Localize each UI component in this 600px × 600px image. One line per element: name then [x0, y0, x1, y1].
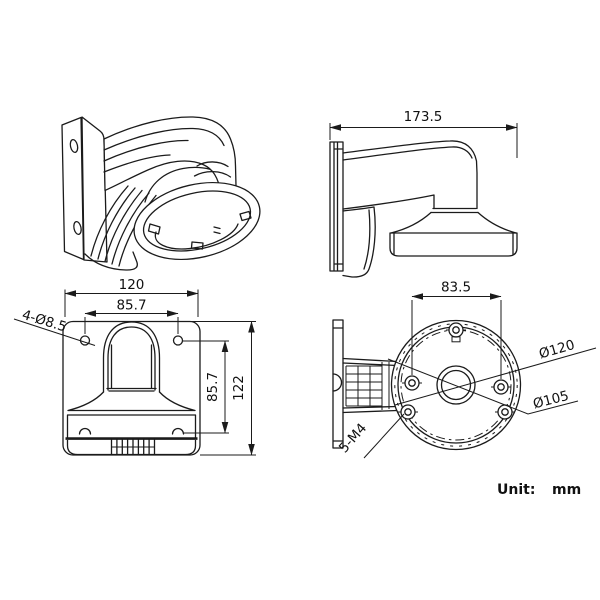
- dim-hole-spacing-h-85_7: 85.7: [84, 298, 179, 334]
- front-dome-outer: [102, 321, 161, 393]
- iso-cup-rim-inner: [142, 190, 252, 252]
- side-view: 173.5: [329, 109, 518, 278]
- bottom-screw-holes: [398, 322, 515, 420]
- bottom-view: 83.5 Ø120 Ø105 5-M4: [332, 280, 597, 459]
- unit-value: mm: [552, 482, 581, 498]
- bottom-center-hole-outer: [436, 365, 476, 405]
- dim-width-label: 120: [119, 277, 145, 293]
- iso-plate-hole-top: [69, 138, 79, 154]
- front-hole-top-right: [172, 335, 184, 346]
- iso-collar: [193, 161, 232, 178]
- dim-hole-spacing-h-label: 85.7: [116, 298, 146, 314]
- bolt-circle-label: Ø105: [531, 388, 570, 413]
- iso-foot: [84, 251, 138, 271]
- screw-bottom-left: [398, 404, 418, 420]
- bottom-serration-ring: [394, 323, 518, 447]
- side-arm-underside: [342, 194, 435, 210]
- front-view: 120 85.7 4-Ø8.5 85.7 122: [13, 277, 256, 456]
- isometric-view: [61, 116, 261, 271]
- hole-callout-label: 4-Ø8.5: [20, 307, 68, 336]
- dim-screw-spacing-label: 83.5: [441, 280, 471, 296]
- dim-depth-label: 173.5: [404, 109, 443, 125]
- dim-height-label: 122: [231, 375, 247, 401]
- bottom-center-hole-inner: [440, 369, 472, 401]
- iso-back-panel: [81, 116, 108, 263]
- callout-thread: 5-M4: [336, 413, 405, 459]
- bottom-plate-cable-notch: [332, 373, 343, 392]
- unit-note: Unit: mm: [497, 482, 581, 498]
- side-arm-inner-line: [342, 146, 473, 161]
- side-wall-plate: [329, 141, 344, 272]
- iso-plate-hole-bottom: [73, 220, 82, 236]
- dim-hole-spacing-v-label: 85.7: [205, 372, 221, 402]
- front-dome-base: [106, 387, 157, 392]
- bottom-outer-circle: [390, 319, 522, 451]
- side-cup-neck: [430, 207, 479, 214]
- side-cup-flare: [390, 211, 517, 234]
- iso-cup-rim-outer: [133, 181, 261, 261]
- screw-bottom-right: [495, 404, 515, 420]
- side-cup-base: [389, 232, 518, 257]
- dim-width-120: 120: [64, 277, 199, 317]
- side-arm-top: [342, 140, 478, 210]
- bottom-arm-band: [342, 357, 398, 414]
- outer-diameter-label: Ø120: [537, 337, 576, 362]
- screw-top: [446, 322, 466, 343]
- screw-left: [402, 375, 422, 391]
- iso-arm-contour-lines: [103, 127, 225, 173]
- dim-hole-spacing-v-85_7: 85.7: [183, 340, 229, 434]
- front-flare: [67, 391, 196, 412]
- front-dome-inner: [107, 326, 156, 391]
- front-bottom-screw-marks: [78, 427, 185, 440]
- iso-cup-interior-details: [147, 210, 252, 250]
- iso-wall-plate: [61, 116, 85, 261]
- iso-accordion-ribs: [90, 185, 157, 267]
- dim-height-122: 122: [190, 321, 256, 456]
- thread-callout-label: 5-M4: [336, 420, 370, 456]
- side-foot: [342, 206, 376, 278]
- screw-right: [491, 379, 511, 395]
- dim-screw-spacing-83_5: 83.5: [411, 280, 502, 379]
- front-rib-grid: [110, 438, 156, 456]
- dim-depth-173_5: 173.5: [329, 109, 518, 158]
- unit-label: Unit:: [497, 482, 535, 498]
- front-band: [66, 414, 197, 439]
- bottom-wall-plate: [332, 319, 344, 449]
